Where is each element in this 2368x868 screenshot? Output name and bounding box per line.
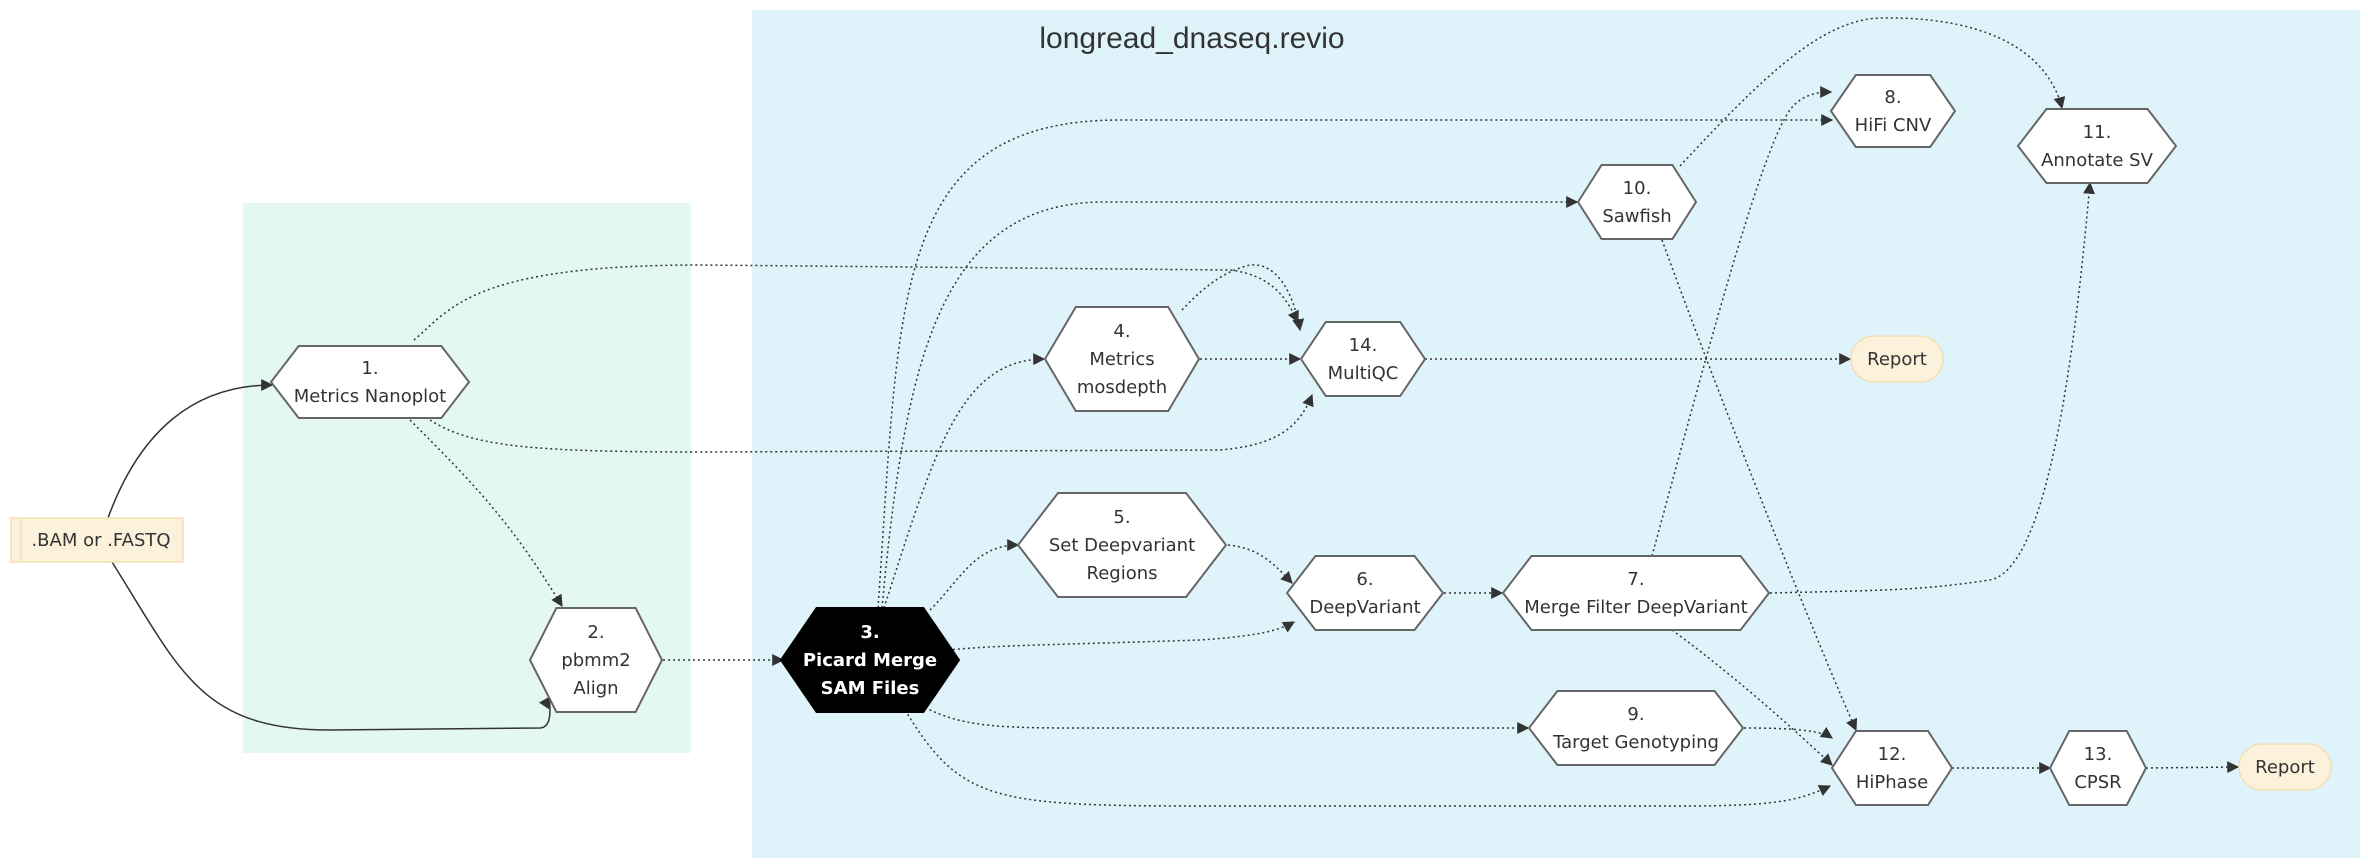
node-n7-label-line: Merge Filter DeepVariant — [1524, 597, 1748, 618]
node-n6-label-line: 6. — [1356, 569, 1373, 590]
node-shape-hexagon — [1576, 164, 1698, 240]
node-n2-label-line: 2. — [587, 622, 604, 643]
node-n13-label-line: 13. — [2084, 744, 2113, 765]
node-n9-label-line: 9. — [1627, 704, 1644, 725]
node-shape-hexagon — [1527, 690, 1745, 766]
node-report1-label-line: Report — [1867, 349, 1927, 370]
node-shape-hexagon — [779, 607, 961, 713]
node-n4-label-line: Metrics — [1089, 349, 1154, 370]
node-shape-hexagon — [1016, 492, 1228, 598]
node-n1-label-line: 1. — [361, 358, 378, 379]
node-n5-label-line: 5. — [1113, 507, 1130, 528]
edge-n3-to-n10 — [881, 196, 1579, 609]
node-shape-hexagon — [1299, 321, 1427, 397]
node-input: .BAM or .FASTQ — [10, 517, 184, 563]
node-n3-label-line: SAM Files — [821, 678, 920, 699]
edge-input-to-n1 — [107, 379, 274, 519]
node-n8-label-line: HiFi CNV — [1855, 115, 1932, 136]
node-n5-label-line: Set Deepvariant — [1049, 535, 1195, 556]
node-n10-label-line: Sawfish — [1602, 206, 1671, 227]
node-n11-label-line: Annotate SV — [2041, 150, 2154, 171]
node-shape-hexagon — [1285, 555, 1445, 631]
edge-input-to-n2 — [111, 561, 551, 731]
node-n7: 7. Merge Filter DeepVariant — [1501, 555, 1771, 631]
edge-n3-to-n8 — [877, 114, 1834, 609]
node-shape-hexagon — [2016, 108, 2178, 184]
node-n12-label-line: 12. — [1878, 744, 1907, 765]
node-report1: Report — [1850, 335, 1944, 383]
edge-n8-to-n11 — [1743, 727, 1833, 739]
edge-n3-to-n4 — [883, 353, 1046, 609]
node-shape-hexagon — [1501, 555, 1771, 631]
node-n4-label-line: 4. — [1113, 321, 1130, 342]
node-n3-label-line: Picard Merge — [803, 650, 937, 671]
node-n6: 6. DeepVariant — [1285, 555, 1445, 631]
node-n1: 1. Metrics Nanoplot — [269, 345, 471, 419]
node-shape-hexagon — [528, 607, 664, 713]
node-n4-label-line: mosdepth — [1077, 377, 1167, 398]
node-n9-label-line: Target Genotyping — [1552, 732, 1719, 753]
edge-n7-to-n8 — [1651, 86, 1833, 557]
node-n13-label-line: CPSR — [2074, 772, 2121, 793]
diagram-title: longread_dnaseq.revio — [1039, 22, 1344, 55]
node-n10-label-line: 10. — [1623, 178, 1652, 199]
node-n4: 4. Metrics mosdepth — [1043, 306, 1201, 412]
node-n10: 10. Sawfish — [1576, 164, 1698, 240]
node-n9: 9. Target Genotyping — [1527, 690, 1745, 766]
edge-n3-to-n5 — [929, 539, 1020, 611]
node-shape-hexagon — [1043, 306, 1201, 412]
edge-n12-to-n13 — [2145, 761, 2240, 774]
node-n12-label-line: HiPhase — [1856, 772, 1928, 793]
node-n2-label-line: pbmm2 — [561, 650, 630, 671]
edge-n1-to-n2 — [409, 419, 563, 608]
node-n5-label-line: Regions — [1087, 563, 1158, 584]
node-n8: 8. HiFi CNV — [1829, 74, 1957, 148]
edge-n7-to-n11 — [1769, 181, 2096, 594]
node-shape-hexagon — [1830, 730, 1954, 806]
node-n13: 13. CPSR — [2048, 730, 2148, 806]
node-report2-label-line: Report — [2255, 757, 2315, 778]
edge-n1-to-n14 — [413, 264, 1299, 341]
edge-n3-to-n6 — [947, 621, 1296, 651]
node-shape-io — [10, 517, 184, 563]
node-n14-label-line: 14. — [1349, 335, 1378, 356]
node-n2-label-line: Align — [573, 678, 618, 699]
node-shape-stadium — [1850, 335, 1944, 383]
node-n3-label-line: 3. — [860, 622, 879, 643]
node-n14-label-line: MultiQC — [1328, 363, 1399, 384]
node-report2: Report — [2238, 743, 2332, 791]
node-n14: 14. MultiQC — [1299, 321, 1427, 397]
edge-n3-to-n9 — [911, 699, 1530, 734]
node-shape-hexagon — [269, 345, 471, 419]
node-shape-hexagon — [1829, 74, 1957, 148]
node-shape-stadium — [2238, 743, 2332, 791]
node-n8-label-line: 8. — [1884, 87, 1901, 108]
node-n11: 11. Annotate SV — [2016, 108, 2178, 184]
node-n11-label-line: 11. — [2083, 122, 2112, 143]
edge-n5-to-n6 — [1227, 544, 1293, 584]
node-input-label-line: .BAM or .FASTQ — [31, 530, 170, 551]
edge-n4-to-n14 — [1181, 264, 1305, 332]
node-n6-label-line: DeepVariant — [1309, 597, 1420, 618]
node-n1-label-line: Metrics Nanoplot — [294, 386, 446, 407]
edge-n7-to-n12 — [1671, 629, 1833, 766]
node-n7-label-line: 7. — [1627, 569, 1644, 590]
node-shape-hexagon — [2048, 730, 2148, 806]
edge-n1-to-n14 — [429, 393, 1314, 453]
edge-n3-to-n12 — [904, 709, 1832, 807]
node-n12: 12. HiPhase — [1830, 730, 1954, 806]
edge-n10-to-n11 — [1661, 239, 1858, 732]
